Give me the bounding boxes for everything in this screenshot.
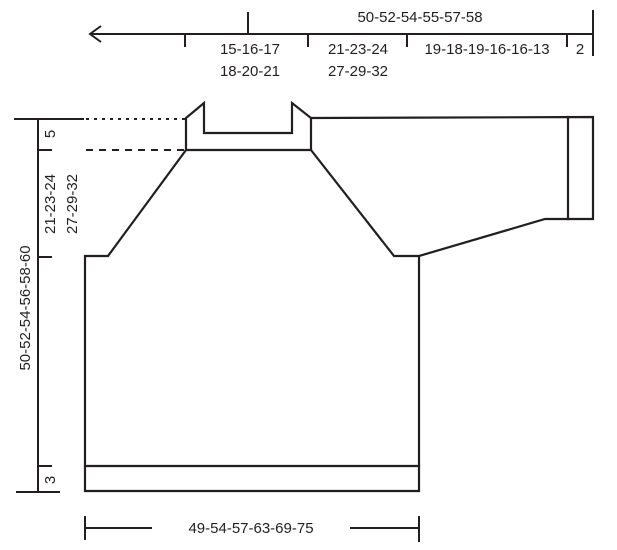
- label-rib-height: 3: [42, 476, 59, 484]
- top-dimension: 50-52-54-55-57-58 15-16-17 18-20-21 21-2…: [88, 9, 594, 80]
- label-bottom-width: 49-54-57-63-69-75: [188, 520, 313, 537]
- bottom-dimension: 49-54-57-63-69-75: [84, 516, 420, 542]
- label-top-total: 50-52-54-55-57-58: [357, 9, 482, 26]
- label-seg-1-line1: 15-16-17: [220, 41, 280, 58]
- label-seg-2-line1: 21-23-24: [328, 41, 388, 58]
- label-seg-4: 2: [576, 41, 584, 58]
- label-neck-height: 5: [42, 130, 59, 138]
- label-total-length: 50-52-54-56-58-60: [17, 245, 34, 370]
- label-seg-1-line2: 18-20-21: [220, 63, 280, 80]
- arrow-left-icon: [88, 25, 102, 43]
- label-raglan-line2: 27-29-32: [64, 174, 81, 234]
- sleeve-outline: [309, 115, 595, 258]
- label-seg-2-line2: 27-29-32: [328, 63, 388, 80]
- label-raglan-line1: 21-23-24: [42, 174, 59, 234]
- garment-outline: [83, 100, 595, 493]
- body-outline: [83, 100, 421, 493]
- label-seg-3: 19-18-19-16-16-13: [424, 41, 549, 58]
- left-dimension: 5 21-23-24 27-29-32 50-52-54-56-58-60 3: [14, 118, 186, 493]
